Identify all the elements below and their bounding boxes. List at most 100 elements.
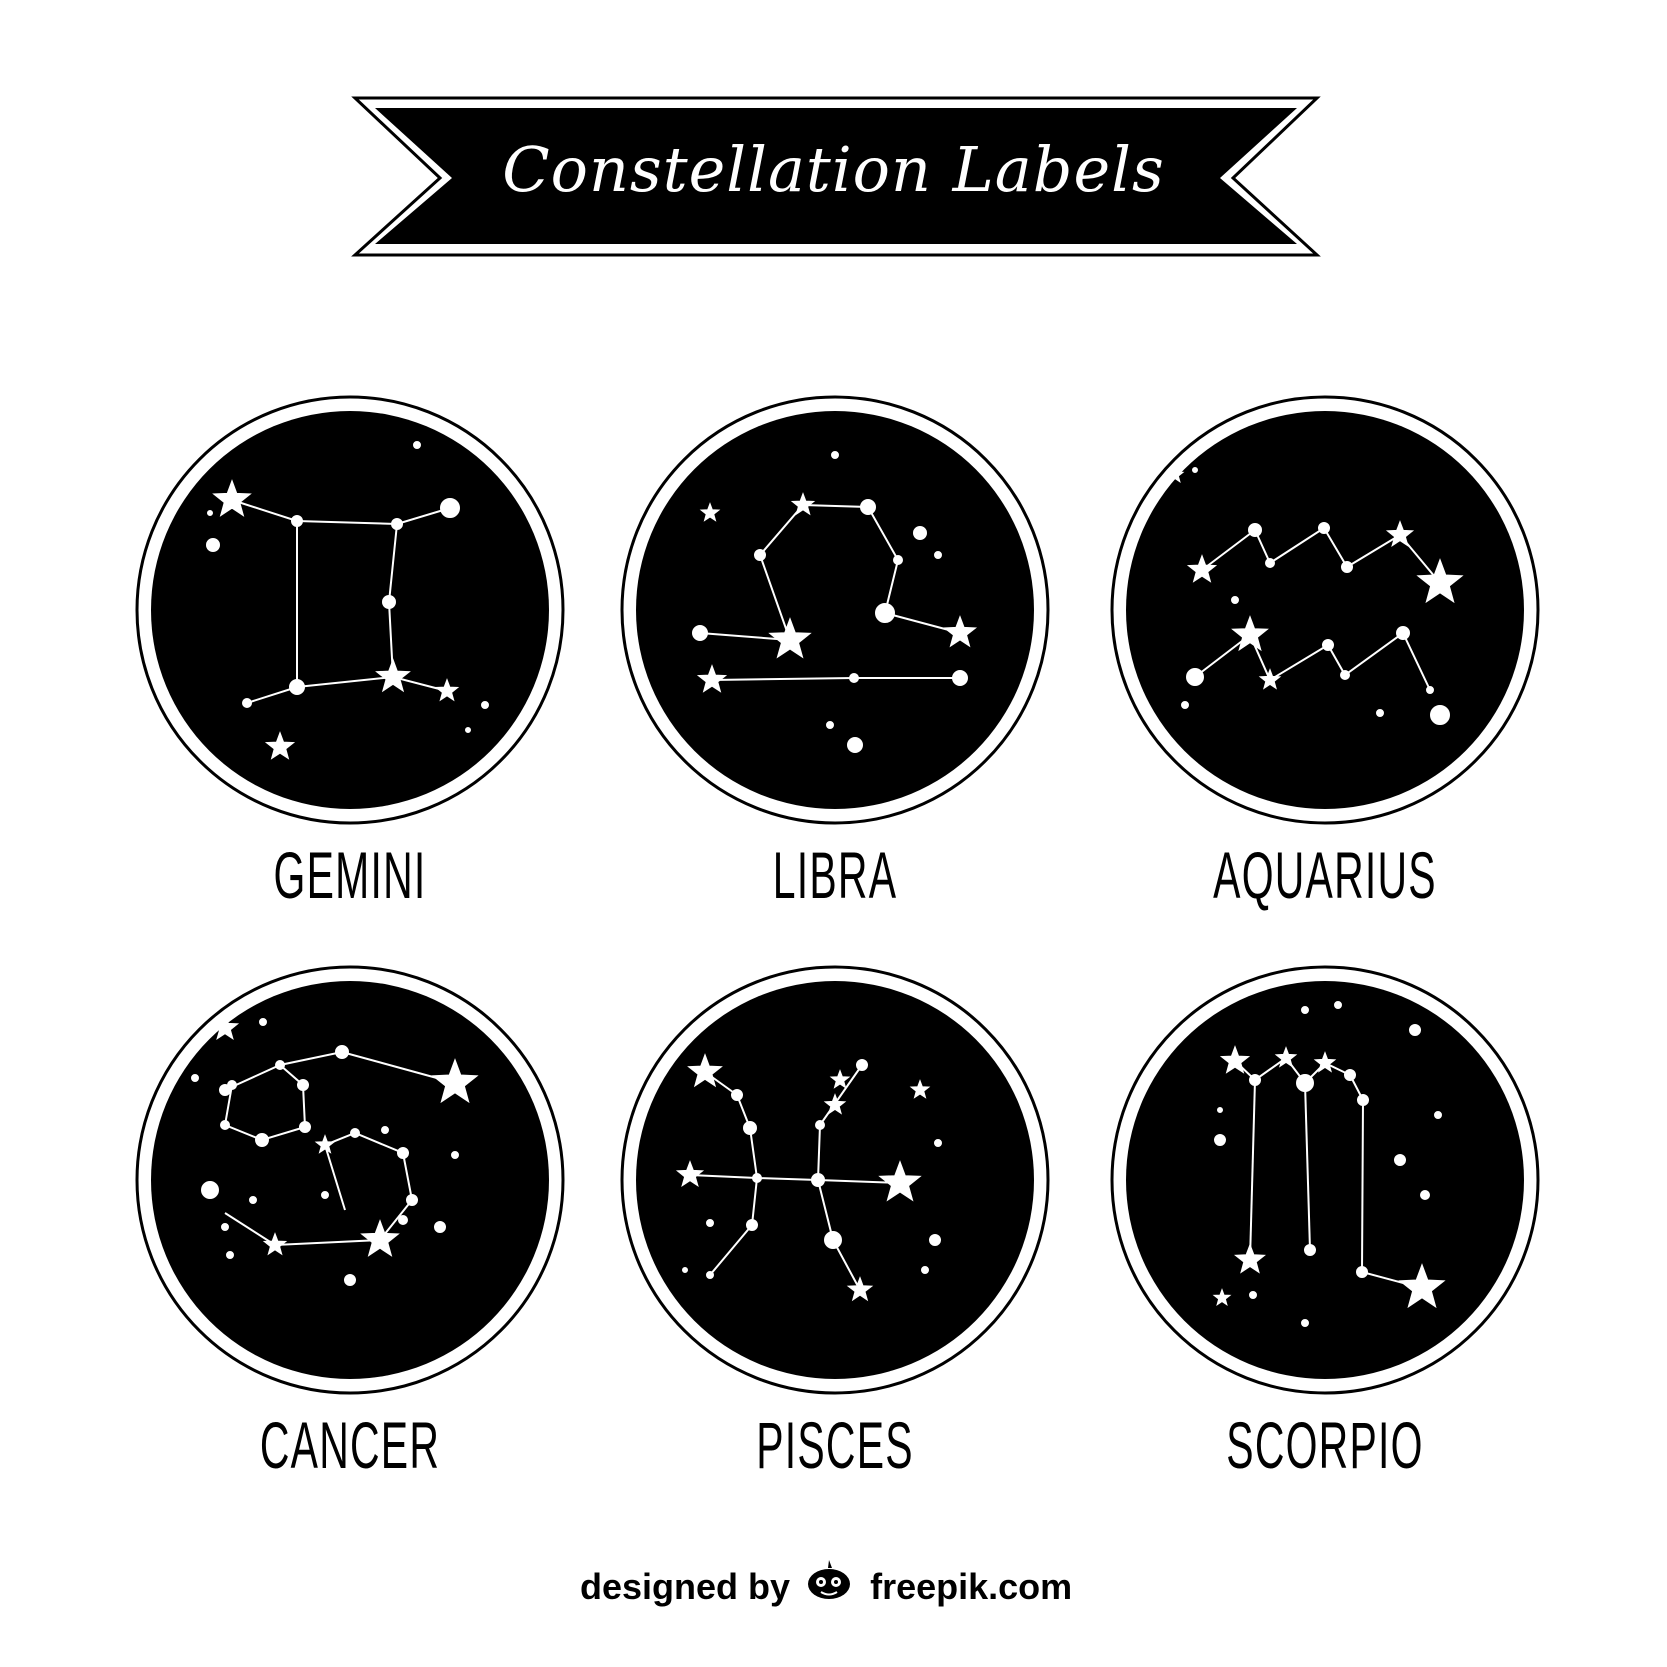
dot-icon bbox=[1249, 1074, 1261, 1086]
dot-icon bbox=[297, 1079, 309, 1091]
dot-icon bbox=[201, 1181, 219, 1199]
dot-icon bbox=[219, 1084, 231, 1096]
dot-icon bbox=[856, 1059, 868, 1071]
dot-icon bbox=[815, 1120, 825, 1130]
cancer-label: CANCER bbox=[259, 1408, 441, 1482]
credit-brand[interactable]: freepik.com bbox=[870, 1566, 1073, 1607]
dot-icon bbox=[1231, 596, 1239, 604]
libra-constellation-icon bbox=[692, 451, 978, 753]
star-icon bbox=[1186, 554, 1218, 583]
dot-icon bbox=[227, 1080, 237, 1090]
dot-icon bbox=[921, 1266, 929, 1274]
dot-icon bbox=[440, 498, 460, 518]
dot-icon bbox=[1334, 1001, 1342, 1009]
dot-icon bbox=[191, 1074, 199, 1082]
dot-icon bbox=[706, 1219, 714, 1227]
credit-prefix: designed by bbox=[580, 1566, 791, 1607]
banner-title: Constellation Labels bbox=[502, 133, 1165, 206]
star-icon bbox=[696, 664, 728, 693]
star-icon bbox=[434, 678, 460, 702]
star-icon bbox=[699, 502, 721, 522]
gemini-badge bbox=[135, 395, 565, 825]
dot-icon bbox=[1344, 1069, 1356, 1081]
dot-icon bbox=[350, 1128, 360, 1138]
dot-icon bbox=[1420, 1190, 1430, 1200]
star-icon bbox=[1313, 1051, 1337, 1073]
dot-icon bbox=[1434, 1111, 1442, 1119]
dot-icon bbox=[1430, 705, 1450, 725]
star-icon bbox=[1385, 520, 1415, 548]
dot-icon bbox=[1249, 1291, 1257, 1299]
pisces-constellation-icon bbox=[675, 1053, 942, 1302]
star-icon bbox=[1231, 615, 1269, 652]
dot-icon bbox=[413, 441, 421, 449]
star-icon bbox=[262, 1232, 288, 1256]
libra-label: LIBRA bbox=[772, 838, 898, 912]
dot-icon bbox=[481, 701, 489, 709]
dot-icon bbox=[1341, 561, 1353, 573]
star-icon bbox=[687, 1053, 723, 1088]
dot-icon bbox=[434, 1221, 446, 1233]
dot-icon bbox=[289, 679, 305, 695]
dot-icon bbox=[1426, 686, 1434, 694]
dot-icon bbox=[1192, 467, 1198, 473]
star-icon bbox=[1212, 1288, 1232, 1307]
scorpio-label: SCORPIO bbox=[1226, 1408, 1424, 1482]
libra-badge bbox=[620, 395, 1050, 825]
scorpio-constellation-icon bbox=[1212, 1001, 1446, 1327]
dot-icon bbox=[1181, 701, 1189, 709]
aquarius-badge bbox=[1110, 395, 1540, 825]
dot-icon bbox=[226, 1251, 234, 1259]
dot-icon bbox=[682, 1267, 688, 1273]
dot-icon bbox=[1214, 1134, 1226, 1146]
dot-icon bbox=[934, 551, 942, 559]
star-icon bbox=[878, 1160, 922, 1202]
star-icon bbox=[1219, 1045, 1251, 1074]
star-icon bbox=[846, 1276, 874, 1302]
dot-icon bbox=[692, 625, 708, 641]
pisces-badge bbox=[620, 965, 1050, 1395]
star-icon bbox=[1165, 465, 1185, 484]
dot-icon bbox=[1217, 1107, 1223, 1113]
dot-icon bbox=[1304, 1244, 1316, 1256]
dot-icon bbox=[382, 595, 396, 609]
dot-icon bbox=[1396, 626, 1410, 640]
dot-icon bbox=[1357, 1094, 1369, 1106]
star-icon bbox=[909, 1079, 931, 1099]
dot-icon bbox=[1340, 670, 1350, 680]
title-ribbon bbox=[351, 96, 1321, 257]
scorpio-badge bbox=[1110, 965, 1540, 1395]
star-icon bbox=[375, 658, 411, 693]
dot-icon bbox=[291, 515, 303, 527]
star-icon bbox=[768, 617, 812, 659]
star-icon bbox=[942, 615, 978, 648]
dot-icon bbox=[1318, 522, 1330, 534]
dot-icon bbox=[1322, 639, 1334, 651]
dot-icon bbox=[391, 518, 403, 530]
dot-icon bbox=[220, 1120, 230, 1130]
pisces-label: PISCES bbox=[756, 1408, 914, 1482]
dot-icon bbox=[824, 1231, 842, 1249]
dot-icon bbox=[242, 698, 252, 708]
dot-icon bbox=[1186, 668, 1204, 686]
dot-icon bbox=[1409, 1024, 1421, 1036]
dot-icon bbox=[451, 1151, 459, 1159]
dot-icon bbox=[752, 1173, 762, 1183]
dot-icon bbox=[1296, 1074, 1314, 1092]
dot-icon bbox=[1301, 1006, 1309, 1014]
dot-icon bbox=[831, 451, 839, 459]
dot-icon bbox=[847, 737, 863, 753]
dot-icon bbox=[1265, 558, 1275, 568]
dot-icon bbox=[754, 549, 766, 561]
gemini-label: GEMINI bbox=[273, 838, 427, 912]
dot-icon bbox=[1376, 709, 1384, 717]
dot-icon bbox=[381, 1126, 389, 1134]
dot-icon bbox=[249, 1196, 257, 1204]
dot-icon bbox=[255, 1133, 269, 1147]
dot-icon bbox=[335, 1045, 349, 1059]
aquarius-constellation-icon bbox=[1165, 465, 1464, 725]
dot-icon bbox=[344, 1274, 356, 1286]
dot-icon bbox=[706, 1271, 714, 1279]
dot-icon bbox=[893, 555, 903, 565]
star-icon bbox=[212, 479, 252, 517]
